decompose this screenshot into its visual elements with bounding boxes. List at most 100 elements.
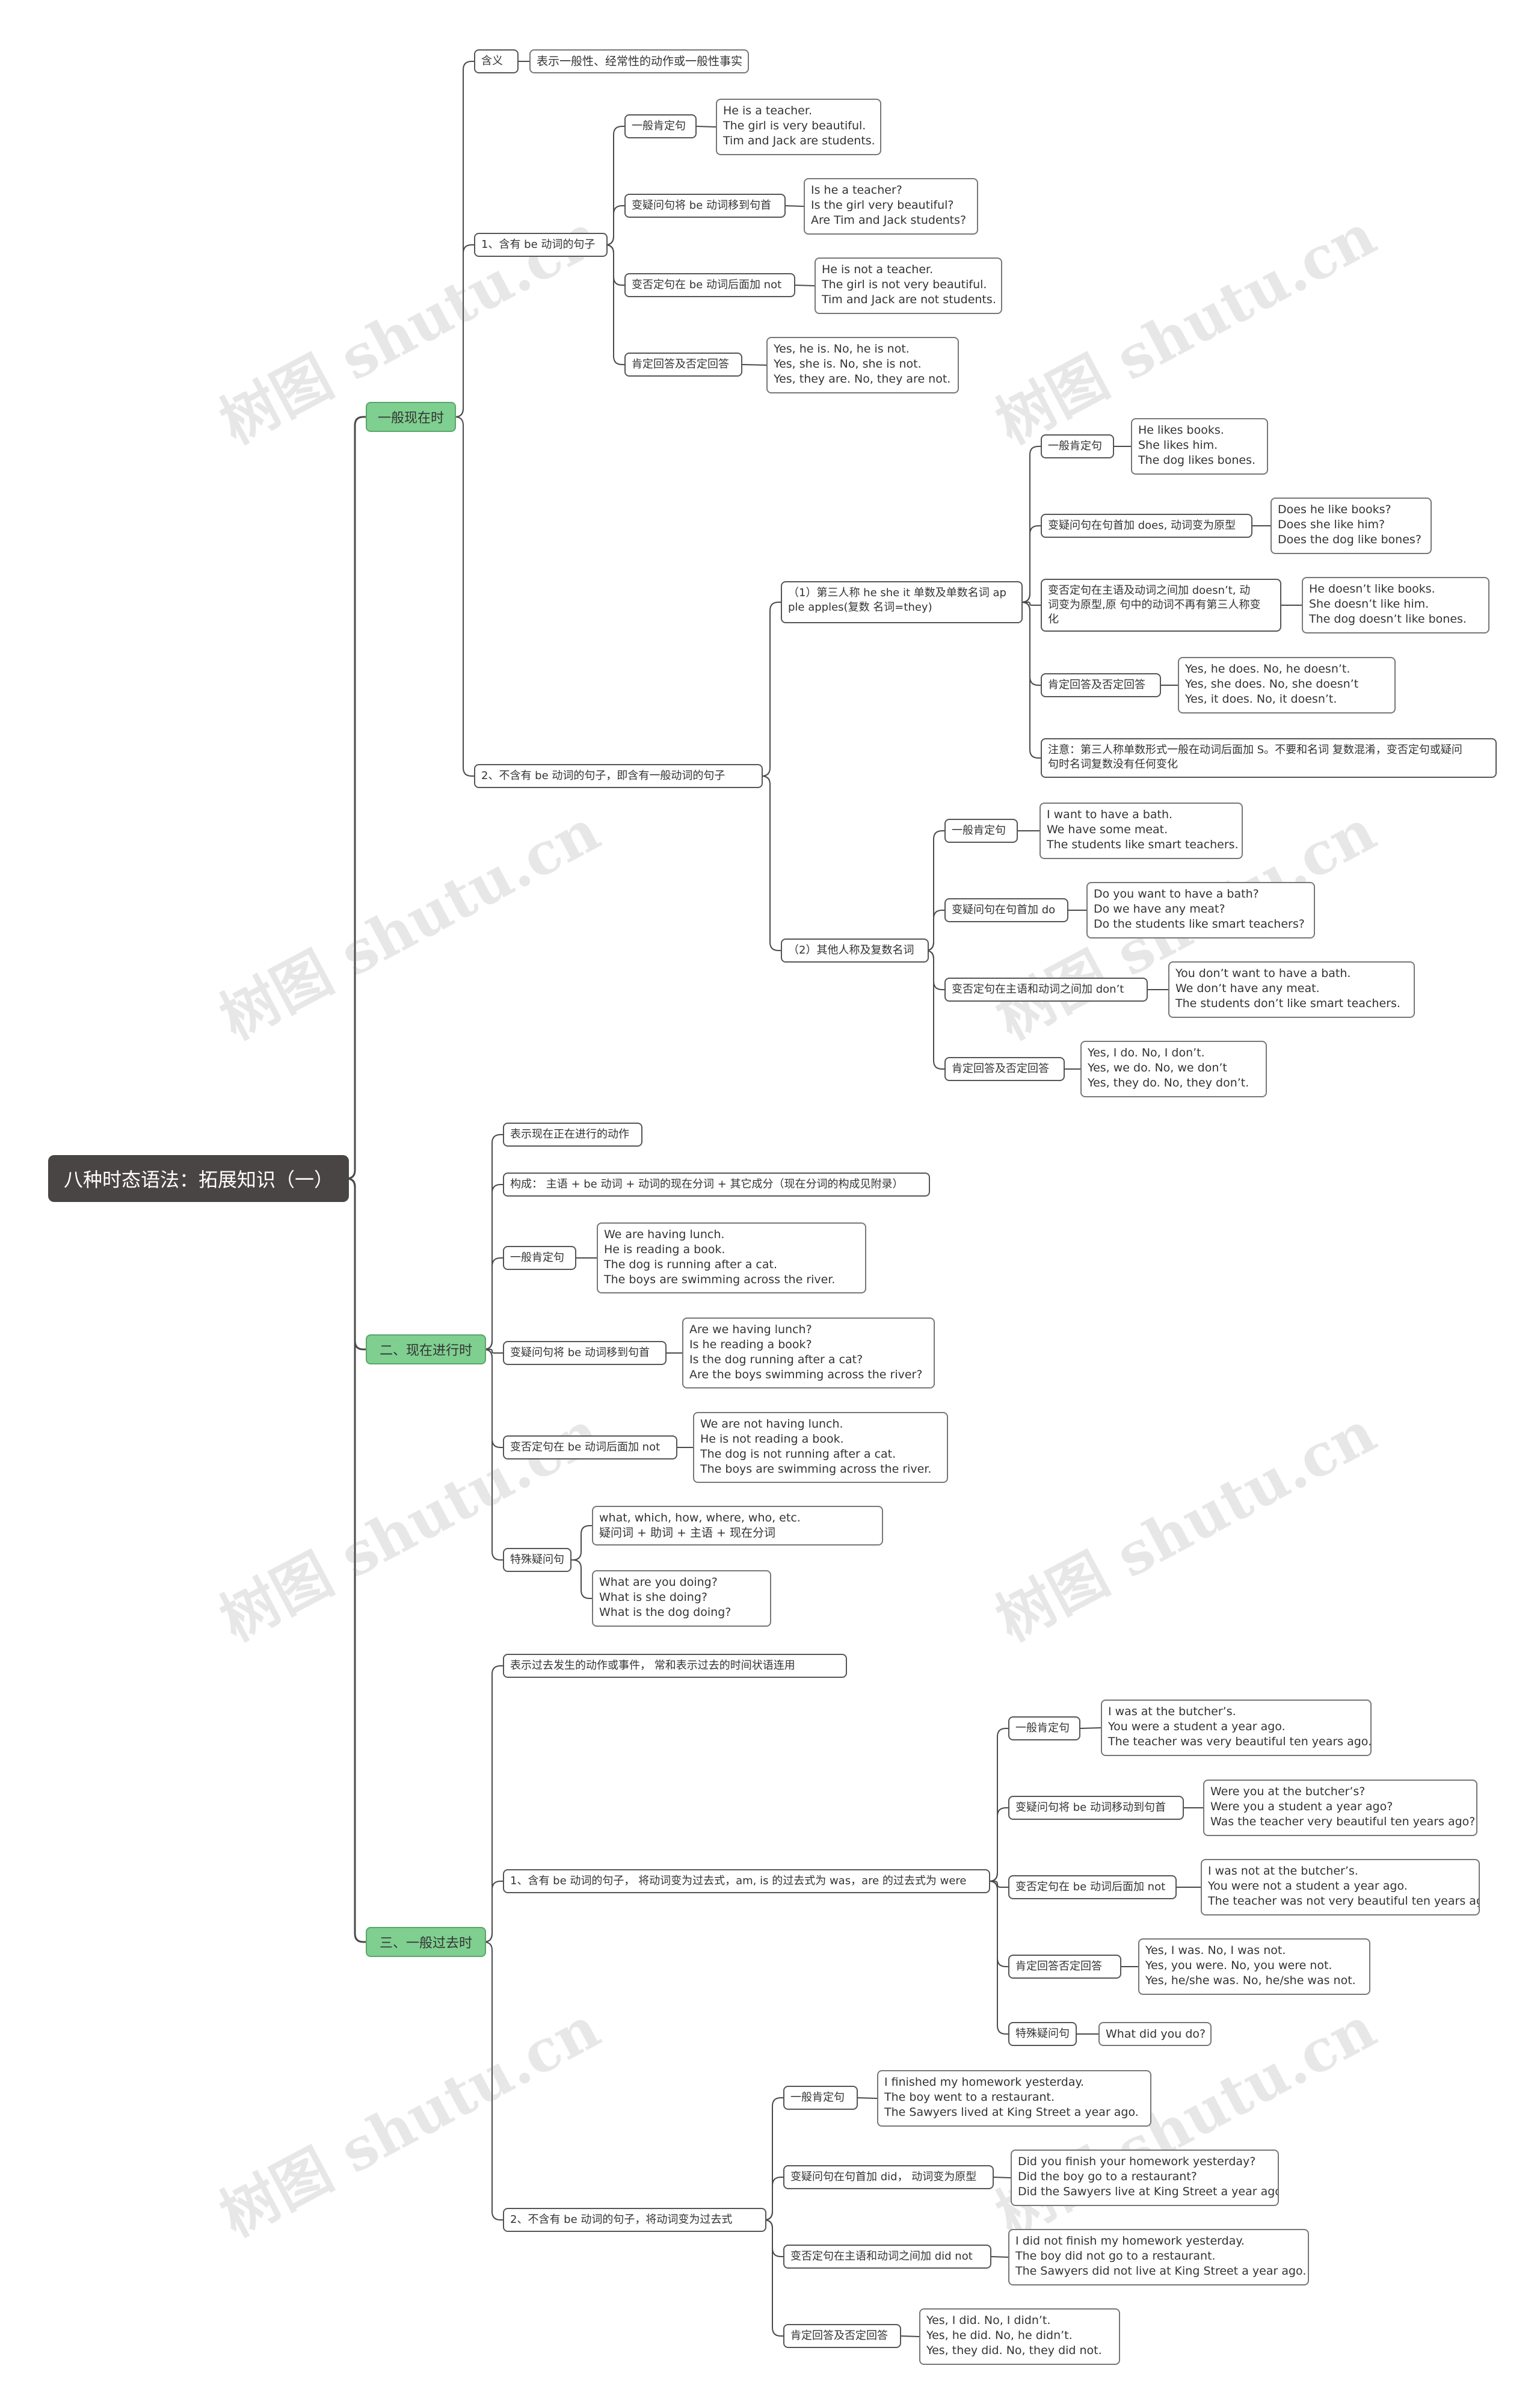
connector-b3-meaning — [483, 1665, 503, 1943]
connector-b3-s1 — [483, 1881, 503, 1943]
example-box-b1-s1-d-e[interactable]: Yes, he is. No, he is not. Yes, she is. … — [766, 337, 959, 393]
topic-node-b3-s1-e[interactable]: 特殊疑问句 — [1008, 2022, 1077, 2046]
connector-b2 — [346, 1177, 366, 1351]
example-box-b1-s2-2-a-e[interactable]: I want to have a bath. We have some meat… — [1040, 803, 1243, 859]
connector-b3-s2-b — [763, 2177, 783, 2221]
connector-b1-s2-1-a — [1021, 446, 1041, 603]
connector-b2-c — [483, 1349, 503, 1448]
topic-node-b1-s2-2-c[interactable]: 变否定句在主语和动词之间加 don’t — [944, 978, 1148, 1002]
example-box-b3-s1-b-e[interactable]: Were you at the butcher’s? Were you a st… — [1203, 1780, 1477, 1836]
topic-node-b1-s2-1-d[interactable]: 肯定回答及否定回答 — [1041, 673, 1161, 697]
connector-b1-s2-1 — [761, 602, 781, 777]
connector-b3-s2-d-e — [901, 2335, 920, 2337]
example-box-b1-meaning-d[interactable]: 表示一般性、经常性的动作或一般性事实 — [529, 49, 749, 73]
topic-node-b3-s2-d[interactable]: 肯定回答及否定回答 — [783, 2324, 901, 2348]
topic-node-b1-s1[interactable]: 1、含有 be 动词的句子 — [474, 233, 608, 257]
example-box-b3-s1-e-e[interactable]: What did you do? — [1098, 2022, 1212, 2046]
connector-b1-s1-c — [605, 244, 624, 286]
example-box-b3-s2-a-e[interactable]: I finished my homework yesterday. The bo… — [877, 2070, 1151, 2127]
topic-node-b3-s1-c[interactable]: 变否定句在 be 动词后面加 not — [1008, 1875, 1177, 1899]
topic-node-b3-s2-b[interactable]: 变疑问句在句首加 did， 动词变为原型 — [783, 2165, 994, 2189]
topic-node-b1-s2-1[interactable]: （1）第三人称 he she it 单数及单数名词 ap ple apples(… — [781, 581, 1023, 623]
connector-b1-s2-1-d — [1021, 602, 1041, 686]
example-box-b1-s2-1-c-e[interactable]: He doesn’t like books. She doesn’t like … — [1302, 577, 1489, 633]
branch-topic-b2[interactable]: 二、现在进行时 — [366, 1334, 486, 1364]
connector-b1-s2-2-a — [925, 830, 944, 951]
topic-node-b3-s1-b[interactable]: 变疑问句将 be 动词移动到句首 — [1008, 1796, 1184, 1820]
topic-node-b1-s2-1-a[interactable]: 一般肯定句 — [1041, 434, 1114, 458]
example-box-b1-s2-1-d-e[interactable]: Yes, he does. No, he doesn’t. Yes, she d… — [1178, 657, 1396, 713]
example-box-b3-s2-c-e[interactable]: I did not finish my homework yesterday. … — [1008, 2229, 1309, 2285]
topic-node-b1-s2[interactable]: 2、不含有 be 动词的句子，即含有一般动词的句子 — [474, 764, 763, 788]
topic-node-b1-s1-c[interactable]: 变否定句在 be 动词后面加 not — [624, 273, 795, 297]
example-box-b1-s2-2-d-e[interactable]: Yes, I do. No, I don’t. Yes, we do. No, … — [1080, 1041, 1267, 1097]
topic-node-b1-s1-d[interactable]: 肯定回答及否定回答 — [624, 353, 742, 377]
example-box-b1-s2-1-b-e[interactable]: Does he like books? Does she like him? D… — [1270, 498, 1432, 554]
example-box-b3-s1-c-e[interactable]: I was not at the butcher’s. You were not… — [1201, 1859, 1480, 1915]
topic-node-b1-s2-2-b[interactable]: 变疑问句在句首加 do — [944, 898, 1068, 922]
connector-b1-s2 — [454, 416, 474, 777]
example-box-b1-s2-2-b-e[interactable]: Do you want to have a bath? Do we have a… — [1086, 882, 1315, 938]
example-box-b1-s1-a-e[interactable]: He is a teacher. The girl is very beauti… — [716, 99, 881, 155]
branch-topic-b3[interactable]: 三、一般过去时 — [366, 1927, 486, 1957]
connector-b3-s2-d — [763, 2219, 783, 2337]
topic-node-b3-meaning[interactable]: 表示过去发生的动作或事件， 常和表示过去的时间状语连用 — [503, 1654, 847, 1678]
example-box-b1-s2-1-a-e[interactable]: He likes books. She likes him. The dog l… — [1131, 418, 1268, 475]
topic-node-b1-s2-1-note[interactable]: 注意：第三人称单数形式一般在动词后面加 S。不要和名词 复数混淆，变否定句或疑问… — [1041, 738, 1497, 778]
connector-b1-s2-1-c — [1023, 602, 1041, 606]
connector-b2-a — [483, 1257, 503, 1350]
example-box-b3-s1-d-e[interactable]: Yes, I was. No, I was not. Yes, you were… — [1138, 1938, 1370, 1995]
topic-node-b1-s1-b[interactable]: 变疑问句将 be 动词移到句首 — [624, 194, 786, 218]
example-box-b1-s2-2-c-e[interactable]: You don’t want to have a bath. We don’t … — [1168, 961, 1415, 1018]
connector-b3-s1-a — [988, 1728, 1008, 1882]
topic-node-b1-s2-2-a[interactable]: 一般肯定句 — [944, 819, 1018, 843]
topic-node-b3-s2-a[interactable]: 一般肯定句 — [783, 2086, 858, 2110]
connector-b2-meaning — [483, 1134, 503, 1350]
connector-b1-s2-1-b — [1021, 525, 1041, 603]
topic-node-b3-s1[interactable]: 1、含有 be 动词的句子， 将动词变为过去式，am, is 的过去式为 was… — [503, 1869, 990, 1893]
example-box-b3-s2-d-e[interactable]: Yes, I did. No, I didn’t. Yes, he did. N… — [919, 2308, 1120, 2365]
example-box-b3-s2-b-e[interactable]: Did you finish your homework yesterday? … — [1011, 2150, 1279, 2206]
connector-b1-s1 — [454, 244, 474, 418]
example-box-b2-d-e1[interactable]: what, which, how, where, who, etc. 疑问词 +… — [592, 1506, 883, 1546]
root-topic-root[interactable]: 八种时态语法：拓展知识（一） — [48, 1155, 349, 1202]
connector-b1-s2-2 — [761, 775, 781, 951]
topic-node-b2-d[interactable]: 特殊疑问句 — [503, 1548, 571, 1572]
example-box-b1-s1-b-e[interactable]: Is he a teacher? Is the girl very beauti… — [804, 178, 978, 235]
topic-node-b1-meaning[interactable]: 含义 — [474, 49, 519, 73]
connector-b2-d — [483, 1349, 503, 1561]
topic-node-b1-s2-1-b[interactable]: 变疑问句在句首加 does, 动词变为原型 — [1041, 514, 1252, 538]
connector-b3-s1-d — [988, 1881, 1008, 1967]
example-box-b2-b-e[interactable]: Are we having lunch? Is he reading a boo… — [682, 1318, 935, 1388]
topic-node-b2-form[interactable]: 构成： 主语 + be 动词 + 动词的现在分词 + 其它成分（现在分词的构成见… — [503, 1173, 930, 1197]
connector-b1-s2-1-note — [1021, 602, 1041, 759]
topic-node-b2-a[interactable]: 一般肯定句 — [503, 1246, 576, 1270]
connector-b3-s2 — [483, 1941, 503, 2221]
connector-b1-s1-b — [605, 205, 624, 245]
topic-node-b2-c[interactable]: 变否定句在 be 动词后面加 not — [503, 1435, 677, 1459]
topic-node-b3-s1-d[interactable]: 肯定回答否定回答 — [1008, 1955, 1121, 1979]
branch-topic-b1[interactable]: 一般现在时 — [366, 402, 456, 432]
connector-b1-s1-d — [605, 244, 624, 365]
topic-node-b3-s1-a[interactable]: 一般肯定句 — [1008, 1716, 1080, 1740]
topic-node-b1-s2-2-d[interactable]: 肯定回答及否定回答 — [944, 1057, 1065, 1081]
example-box-b2-d-e2[interactable]: What are you doing? What is she doing? W… — [592, 1570, 771, 1627]
connector-b1-s1-a-e — [696, 126, 716, 128]
example-box-b2-c-e[interactable]: We are not having lunch. He is not readi… — [693, 1412, 948, 1483]
example-box-b2-a-e[interactable]: We are having lunch. He is reading a boo… — [597, 1222, 866, 1293]
example-box-b1-s1-c-e[interactable]: He is not a teacher. The girl is not ver… — [815, 257, 1002, 314]
connector-b1-s1-c-e — [795, 285, 815, 286]
topic-node-b3-s2[interactable]: 2、不含有 be 动词的句子，将动词变为过去式 — [503, 2208, 766, 2232]
topic-node-b1-s2-1-c[interactable]: 变否定句在主语及动词之间加 doesn’t, 动 词变为原型,原 句中的动词不再… — [1041, 579, 1281, 632]
topic-node-b2-meaning[interactable]: 表示现在正在进行的动作 — [503, 1123, 642, 1147]
connector-b1-meaning — [454, 61, 474, 418]
connector-b3-s1-b — [988, 1807, 1008, 1882]
topic-node-b1-s1-a[interactable]: 一般肯定句 — [624, 114, 697, 138]
example-box-b3-s1-a-e[interactable]: I was at the butcher’s. You were a stude… — [1101, 1700, 1372, 1756]
topic-node-b1-s2-2[interactable]: （2）其他人称及复数名词 — [781, 938, 929, 963]
connector-b2-d-e1 — [571, 1525, 592, 1561]
topic-node-b3-s2-c[interactable]: 变否定句在主语和动词之间加 did not — [783, 2245, 991, 2269]
connector-b3-s2-c — [763, 2219, 783, 2257]
topic-node-b2-b[interactable]: 变疑问句将 be 动词移到句首 — [503, 1341, 667, 1365]
